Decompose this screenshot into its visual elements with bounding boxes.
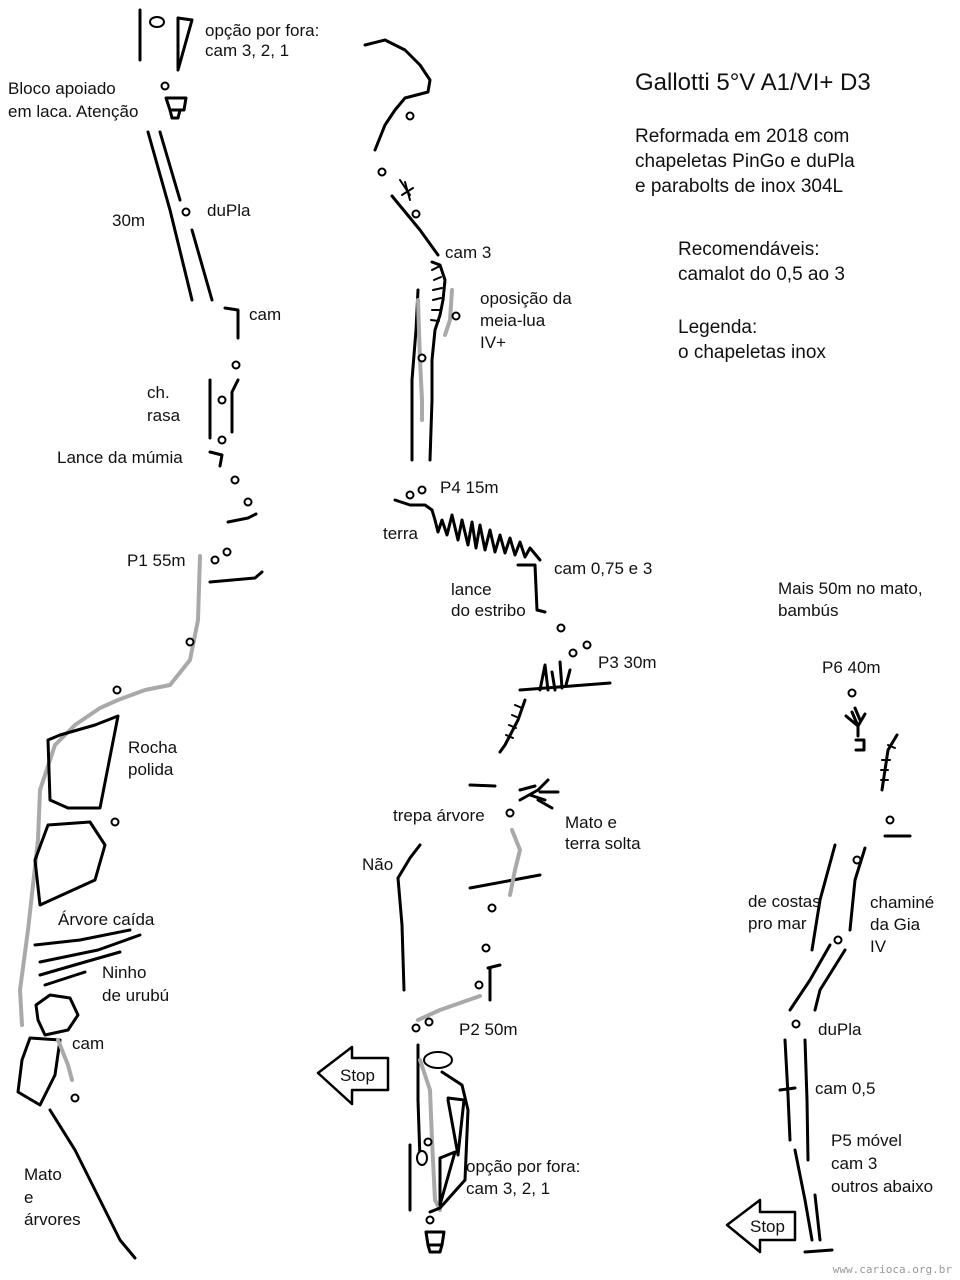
label-ninho-1: Ninho [102,963,147,982]
label-mais-50m-2: bambús [778,601,839,620]
info-line-1: Reformada em 2018 com [635,126,850,147]
label-arvore-caida: Árvore caída [58,910,155,929]
info-line-2: chapeletas PinGo e duPla [635,151,855,172]
label-terra: terra [383,524,418,543]
label-ch-rasa-1: ch. [147,383,170,402]
label-de-costas-1: de costas [748,892,821,911]
stop-arrow-2 [725,1198,797,1254]
label-lance-estribo-1: lance [451,580,492,599]
label-p5-3: outros abaixo [831,1177,934,1196]
label-mais-50m-1: Mais 50m no mato, [778,579,923,598]
label-ch-rasa-2: rasa [147,406,181,425]
label-de-costas-2: pro mar [748,914,807,933]
info-line-3: e parabolts de inox 304L [635,176,844,197]
label-rocha-polida-2: polida [128,760,174,779]
label-chamine-1: chaminé [870,893,935,912]
label-mato-arvores-1: Mato [24,1165,62,1184]
label-lance-estribo-2: do estribo [451,601,526,620]
left-column-bolts [70,16,253,1103]
label-mato-arvores-3: árvores [24,1210,81,1229]
label-rocha-polida-1: Rocha [128,738,178,757]
recommended-heading: Recomendáveis: [678,239,820,260]
label-dupla-2: duPla [818,1020,862,1039]
left-column-lines [16,8,264,1260]
label-p6: P6 40m [822,658,881,677]
route-title: Gallotti 5°V A1/VI+ D3 [635,69,871,96]
label-trepa-arvore: trepa árvore [393,806,485,825]
legend-item: o chapeletas inox [678,342,826,363]
label-p1: P1 55m [127,551,186,570]
label-chamine-2: da Gia [870,915,921,934]
label-p3: P3 30m [598,653,657,672]
right-column-bolts [791,688,895,1029]
stop-label-2: Stop [750,1217,785,1236]
label-ninho-2: de urubú [102,986,170,1005]
label-p5-2: cam 3 [831,1154,878,1173]
label-oposicao-2: meia-lua [480,311,546,330]
stop-arrow-1 [316,1045,390,1106]
label-oposicao-3: IV+ [480,333,506,352]
label-cam075: cam 0,75 e 3 [554,559,653,578]
stop-label-1: Stop [340,1066,375,1085]
right-column-lines [778,706,912,1254]
label-dupla-1: duPla [207,201,251,220]
recommended-gear: camalot do 0,5 ao 3 [678,264,845,285]
label-cam-1: cam [249,305,282,324]
middle-column-bolts [377,111,592,1254]
label-mato-terra-1: Mato e [565,813,617,832]
label-nao: Não [362,855,394,874]
label-30m: 30m [112,211,146,230]
label-opcao-bottom-1: opção por fora: [466,1157,581,1176]
label-chamine-3: IV [870,937,887,956]
label-bloco-1: Bloco apoiado [8,79,116,98]
legend-heading: Legenda: [678,317,758,338]
watermark: www.carioca.org.br [832,1263,952,1276]
label-cam3-top: cam 3 [445,243,492,262]
label-opcao-bottom-2: cam 3, 2, 1 [466,1179,551,1198]
label-lance-mumia: Lance da múmia [57,448,183,467]
middle-column-lines [363,38,612,1214]
label-bloco-2: em laca. Atenção [8,102,139,121]
label-mato-arvores-2: e [24,1188,34,1207]
label-cam05: cam 0,5 [815,1079,876,1098]
label-p5-1: P5 móvel [831,1131,902,1150]
label-opcao-top-2: cam 3, 2, 1 [205,41,290,60]
label-p2: P2 50m [459,1020,518,1039]
label-p4: P4 15m [440,478,499,497]
label-oposicao-1: oposição da [480,289,572,308]
label-cam-2: cam [72,1034,105,1053]
label-mato-terra-2: terra solta [565,834,641,853]
label-opcao-top-1: opção por fora: [205,21,320,40]
